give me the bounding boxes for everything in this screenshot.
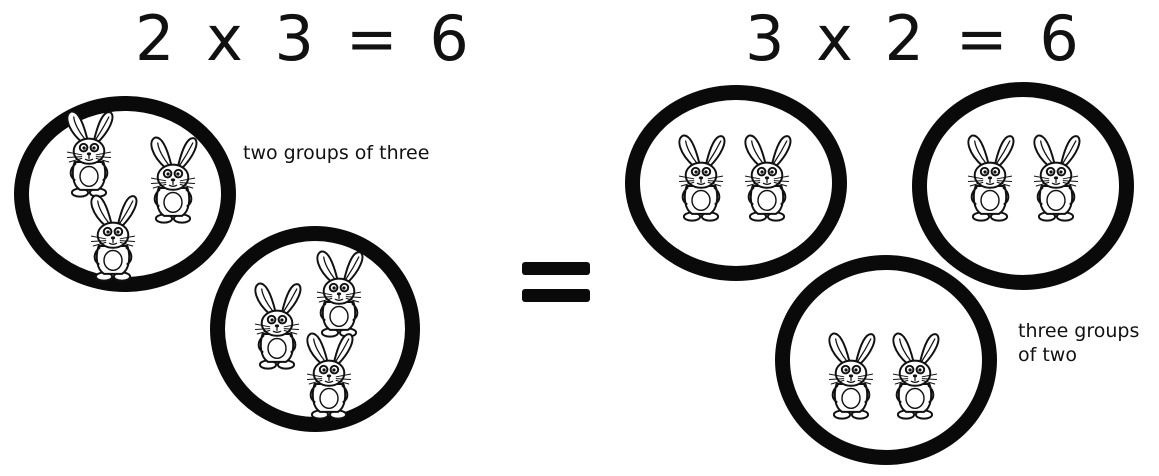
equals-sign <box>522 262 590 316</box>
right-group-label: three groups of two <box>1018 319 1139 367</box>
bunny-icon <box>822 330 880 420</box>
bunny-icon <box>310 248 368 338</box>
bunny-icon <box>961 132 1019 222</box>
group-circle <box>912 82 1134 290</box>
bunny-icon <box>672 132 730 222</box>
bunny-icon <box>248 280 306 370</box>
right-equation: 3 x 2 = 6 <box>745 2 1085 75</box>
bunny-icon <box>886 330 944 420</box>
right-group-label-line1: three groups <box>1018 320 1140 342</box>
group-circle <box>625 85 847 281</box>
bunny-icon <box>144 134 202 224</box>
bunny-icon <box>300 330 358 420</box>
bunny-icon <box>84 192 142 282</box>
left-equation: 2 x 3 = 6 <box>135 2 475 75</box>
right-group-label-line2: of two <box>1018 344 1077 366</box>
bunny-icon <box>1027 132 1085 222</box>
bunny-icon <box>738 132 796 222</box>
left-group-label: two groups of three <box>243 142 430 164</box>
bunny-icon <box>60 108 118 198</box>
